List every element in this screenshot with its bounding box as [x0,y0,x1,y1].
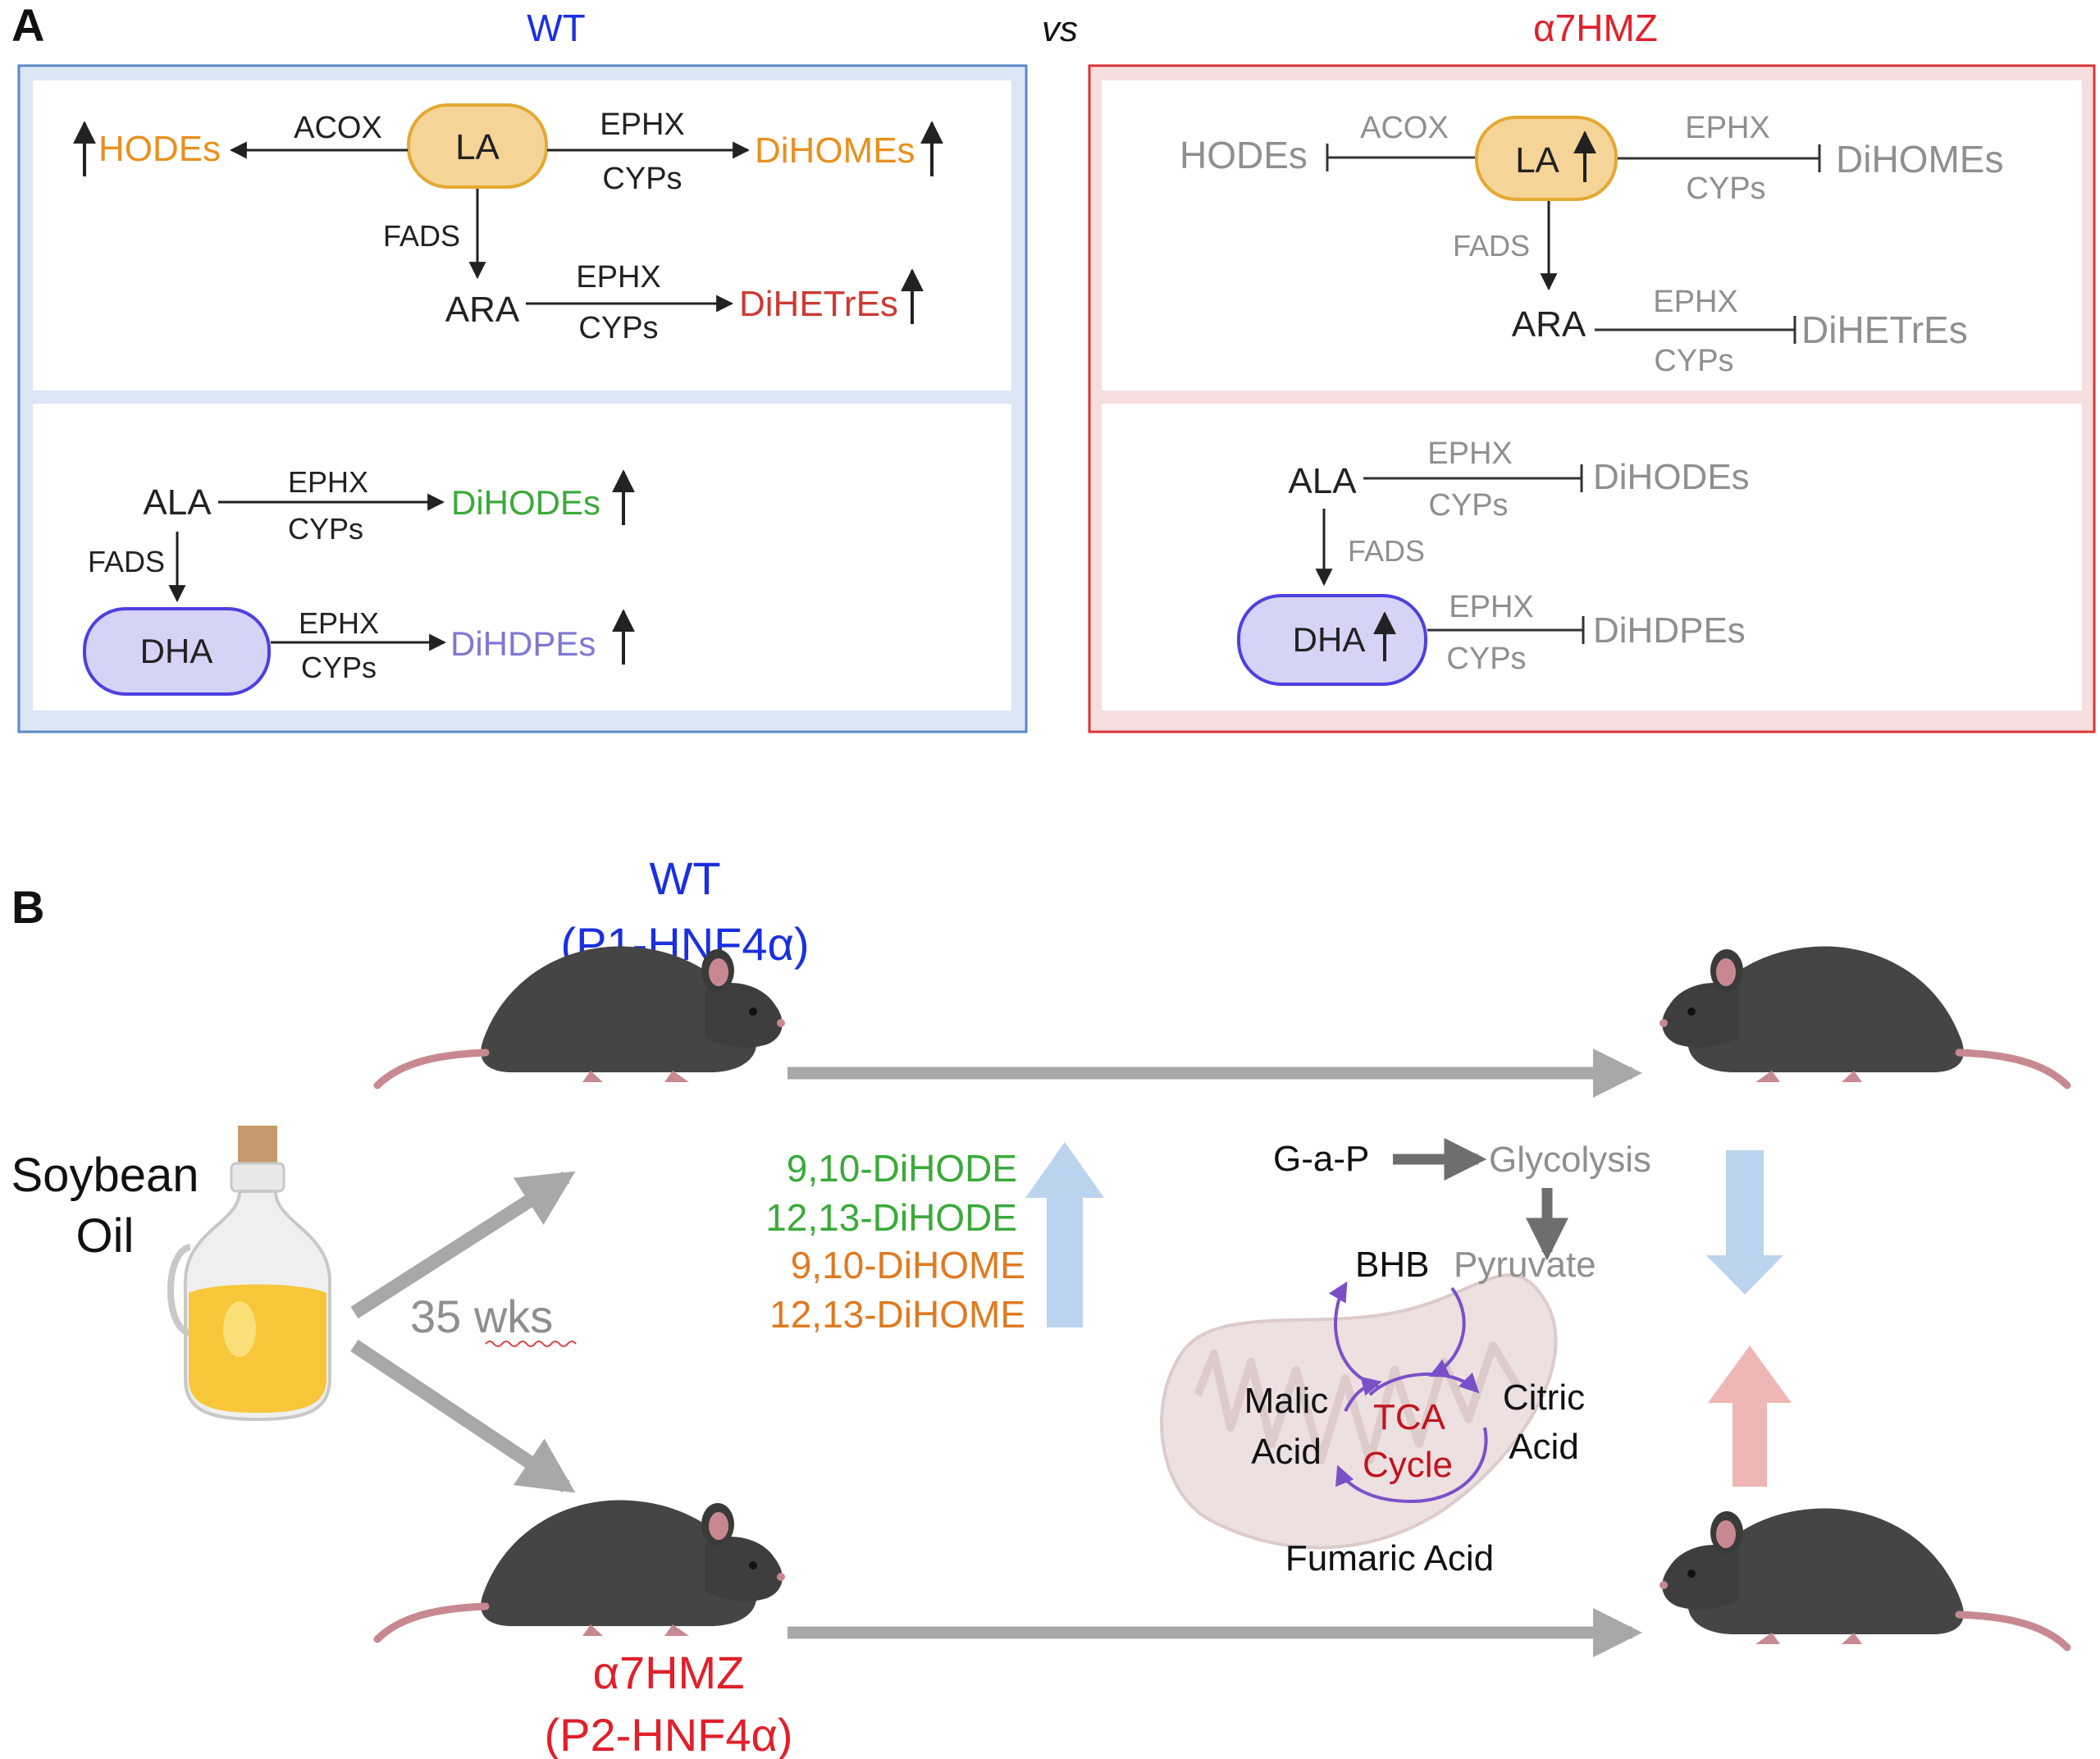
vs-label: vs [1042,9,1078,49]
wt-fads-la-label: FADS [383,219,460,253]
bhb-label: BHB [1355,1245,1429,1285]
gap-label: G-a-P [1273,1139,1369,1179]
wt-fads-ala-label: FADS [88,545,165,578]
wt-bottom-pathway: ALA EPHX CYPs DiHODEs FADS DHA EPHX CYPs… [83,465,635,696]
ko-hodes-label: HODEs [1180,134,1308,176]
wt-acox-label: ACOX [294,111,382,145]
malic-label-1: Malic [1244,1381,1329,1421]
ko-la-label: LA [1515,140,1559,180]
citric-label-1: Citric [1503,1378,1585,1418]
pyruvate-label: Pyruvate [1454,1245,1596,1285]
ko-dha-label: DHA [1293,620,1366,659]
wt-ephx-ara-label: EPHX [576,260,660,295]
ko-dihetres-label: DiHETrEs [1801,308,1968,351]
bottle-neck [230,1162,285,1193]
ko-group-isoform: (P2-HNF4α) [544,1709,792,1759]
wt-group-name: WT [649,852,720,904]
wt-dihdpes-label: DiHDPEs [450,624,596,663]
ko-ephx-dha-label: EPHX [1449,590,1533,624]
ko-dihomes-label: DiHOMEs [1836,138,2003,180]
wt-la-node [407,103,548,189]
citric-label-2: Acid [1509,1427,1579,1467]
tca-label-2: Cycle [1363,1445,1453,1485]
panel-b-label: B [11,881,44,933]
ko-acox-label: ACOX [1360,111,1449,145]
wt-ephx-la-label: EPHX [600,107,684,142]
wt-top-pathway: LA ACOX HODEs EPHX CYPs DiHOMEs FADS ARA… [73,103,943,345]
bottle-oil [189,1284,326,1413]
wt-cyps-dha-label: CYPs [301,651,377,684]
ko-ephx-ara-label: EPHX [1653,285,1737,319]
glycolysis-label: Glycolysis [1489,1140,1651,1180]
malic-label-2: Acid [1251,1432,1322,1472]
spellcheck-squiggle [485,1341,577,1347]
wt-ephx-ala-label: EPHX [288,465,368,499]
oil-bottle-icon [167,1126,331,1422]
ko-dihodes-label: DiHODEs [1593,457,1750,497]
wt-cyps-ara-label: CYPs [578,311,658,345]
wt-hodes-label: HODEs [98,129,221,169]
ko-fads-la-label: FADS [1453,229,1530,263]
fumaric-label: Fumaric Acid [1285,1538,1494,1579]
to-ko-arrow [350,1339,576,1493]
ko-fads-ala-label: FADS [1348,534,1425,568]
wt-cyps-la-label: CYPs [602,162,682,196]
duration-label: 35 wks [410,1291,553,1342]
wt-cyps-ala-label: CYPs [288,512,363,546]
ko-group-name: α7HMZ [593,1647,745,1698]
wt-dha-node [83,607,271,696]
wt-dihetres-label: DiHETrEs [739,284,898,324]
bottle-highlight [223,1301,256,1357]
wt-la-label: LA [455,127,500,167]
wt-title: WT [527,7,586,49]
ko-ephx-la-label: EPHX [1685,111,1769,145]
oil-label-line2: Oil [76,1209,135,1263]
tca-label-1: TCA [1373,1397,1446,1437]
metabolite-3: 9,10-DiHOME [791,1244,1025,1286]
ko-cyps-dha-label: CYPs [1446,642,1526,676]
wt-ara-label: ARA [445,290,520,330]
ko-cyps-la-label: CYPs [1686,171,1765,206]
wt-down-arrow [1706,1150,1783,1295]
metabolite-1: 9,10-DiHODE [787,1147,1017,1190]
wt-ala-label: ALA [143,482,212,523]
wt-dha-label: DHA [140,632,213,670]
ko-dihdpes-label: DiHDPEs [1593,610,1746,651]
ko-cyps-ala-label: CYPs [1428,488,1508,523]
metabolite-2: 12,13-DiHODE [765,1196,1017,1239]
wt-ephx-dha-label: EPHX [299,606,379,640]
mitochondrion-icon [1160,1273,1558,1550]
bottle-handle [167,1244,192,1336]
tca-cycle-arrows [1328,1281,1488,1503]
ko-bottom-pathway: ALA EPHX CYPs DiHODEs FADS DHA EPHX CYPs… [1237,436,1750,686]
ko-ara-label: ARA [1512,304,1586,345]
wt-dihodes-label: DiHODEs [451,483,600,522]
ko-cyps-ara-label: CYPs [1654,344,1733,378]
ko-ala-label: ALA [1288,461,1357,501]
wt-mouse-end-icon [1659,946,2067,1085]
ko-mouse-start-icon [377,1500,785,1639]
oil-label-line1: Soybean [11,1149,199,1202]
ko-up-arrow [1708,1346,1792,1487]
panel-a-label: A [11,0,44,51]
to-wt-arrow [350,1171,576,1319]
ko-top-pathway: HODEs ACOX LA EPHX CYPs DiHOMEs FADS ARA… [1180,111,2003,378]
metabolites-up-arrow [1025,1142,1104,1327]
metabolite-4: 12,13-DiHOME [769,1293,1025,1336]
wt-mouse-start-icon [377,946,785,1085]
ko-ephx-ala-label: EPHX [1427,436,1512,471]
ko-mouse-end-icon [1659,1508,2067,1647]
bottle-cork [238,1126,277,1165]
wt-dihomes-label: DiHOMEs [755,130,915,171]
ko-title: α7HMZ [1533,7,1658,49]
